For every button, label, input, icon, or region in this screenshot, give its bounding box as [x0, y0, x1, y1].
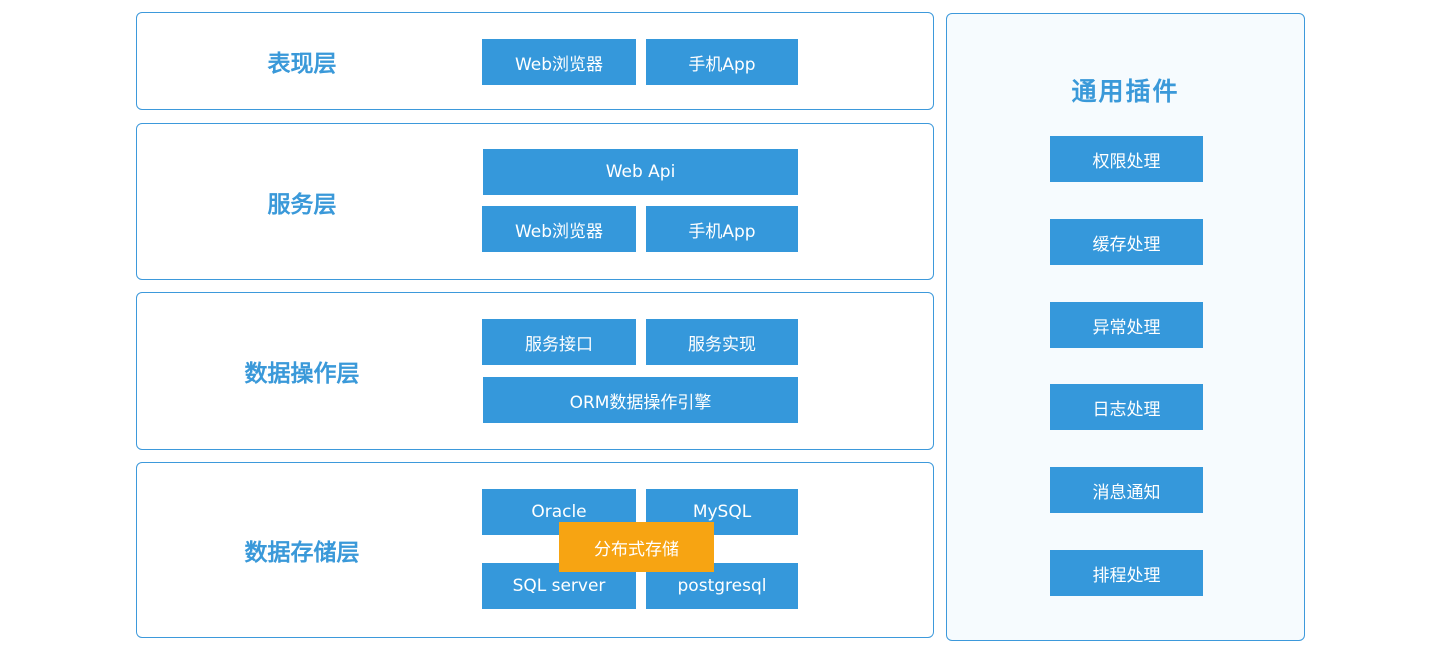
node-mobile-app: 手机App	[646, 39, 798, 85]
plugin-message-notification: 消息通知	[1050, 467, 1203, 513]
plugin-exception: 异常处理	[1050, 302, 1203, 348]
node-web-browser: Web浏览器	[482, 39, 636, 85]
layer-label-data-operation: 数据操作层	[244, 361, 360, 387]
plugin-scheduling: 排程处理	[1050, 550, 1203, 596]
plugins-panel: 通用插件 权限处理 缓存处理 异常处理 日志处理 消息通知 排程处理	[946, 13, 1305, 641]
node-web-api: Web Api	[483, 149, 798, 195]
node-postgresql: postgresql	[646, 563, 798, 609]
node-mobile-app: 手机App	[646, 206, 798, 252]
node-service-interface: 服务接口	[482, 319, 636, 365]
plugin-permission: 权限处理	[1050, 136, 1203, 182]
plugins-panel-title: 通用插件	[1071, 77, 1180, 106]
node-distributed-storage: 分布式存储	[559, 522, 714, 572]
node-sql-server: SQL server	[482, 563, 636, 609]
layer-box-service: 服务层 Web Api Web浏览器 手机App	[136, 123, 934, 280]
layer-label-data-storage: 数据存储层	[244, 540, 360, 566]
layer-box-data-operation: 数据操作层 服务接口 服务实现 ORM数据操作引擎	[136, 292, 934, 450]
plugin-log: 日志处理	[1050, 384, 1203, 430]
plugin-cache: 缓存处理	[1050, 219, 1203, 265]
layer-box-data-storage: 数据存储层 Oracle MySQL SQL server postgresql…	[136, 462, 934, 638]
node-service-implementation: 服务实现	[646, 319, 798, 365]
node-orm-engine: ORM数据操作引擎	[483, 377, 798, 423]
layer-label-service: 服务层	[267, 191, 337, 218]
layer-label-presentation: 表现层	[267, 51, 337, 77]
node-web-browser: Web浏览器	[482, 206, 636, 252]
layer-box-presentation: 表现层 Web浏览器 手机App	[136, 12, 934, 110]
